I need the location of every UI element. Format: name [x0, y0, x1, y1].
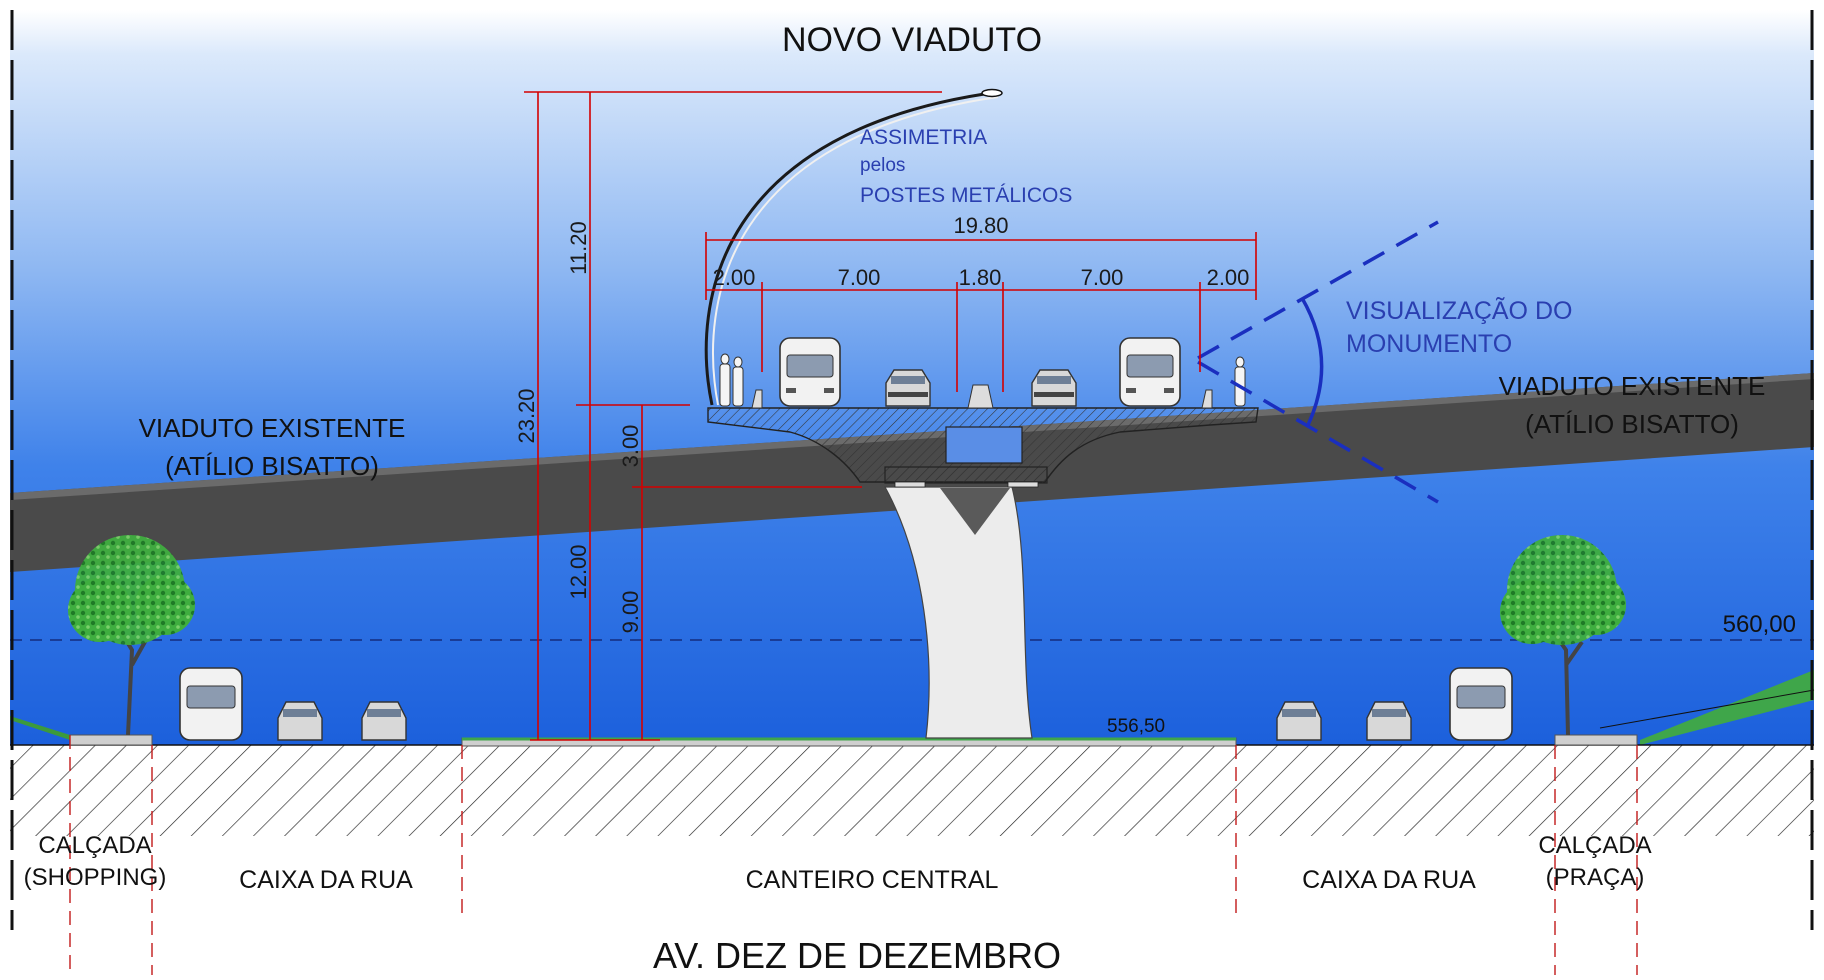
ground-soil-white-band — [10, 836, 1814, 936]
zone-calcada-left-2: (SHOPPING) — [24, 864, 167, 891]
vertical-dimensions — [524, 91, 942, 741]
deck-bus-left — [779, 337, 841, 407]
left-green-slope — [10, 716, 70, 740]
title: NOVO VIADUTO — [782, 21, 1042, 59]
assimetria-line-2: pelos — [860, 155, 905, 176]
dim-deck-total: 19.80 — [953, 213, 1008, 238]
dim-pole-height: 11.20 — [566, 221, 591, 274]
deck-bottom-flange — [884, 466, 1048, 484]
horizontal-dimensions — [705, 232, 1257, 392]
ground-bus-left — [179, 667, 243, 741]
sidewalk-right — [1554, 734, 1638, 746]
dim-seg-4: 7.00 — [1081, 265, 1124, 290]
level-ground: 556,50 — [1107, 716, 1165, 737]
ground-soil — [10, 745, 1814, 837]
zone-caixa-left: CAIXA DA RUA — [239, 866, 413, 894]
dim-seg-3: 1.80 — [959, 265, 1002, 290]
dim-structure-depth: 3.00 — [618, 425, 643, 468]
zone-calcada-right-1: CALÇADA — [1538, 832, 1651, 859]
metal-lamp-post — [704, 90, 999, 406]
footer-title: AV. DEZ DE DEZEMBRO — [653, 935, 1061, 975]
dim-clearance: 9.00 — [618, 591, 643, 634]
dim-ground-to-deck: 12.00 — [566, 544, 591, 599]
ground-car-left-2 — [361, 701, 407, 741]
right-green-slope — [1640, 670, 1814, 745]
viaduto-left-line-1: VIADUTO EXISTENTE — [139, 413, 406, 443]
zone-canteiro: CANTEIRO CENTRAL — [746, 866, 999, 894]
dim-seg-2: 7.00 — [838, 265, 881, 290]
deck-bus-right — [1119, 337, 1181, 407]
viaduto-left-line-2: (ATÍLIO BISATTO) — [165, 451, 379, 481]
deck-bearing-left — [894, 481, 926, 488]
pier-column — [883, 486, 1033, 739]
assimetria-line-3: POSTES METÁLICOS — [860, 184, 1072, 207]
right-slope-line — [1599, 689, 1815, 729]
dim-seg-5: 2.00 — [1207, 265, 1250, 290]
pier-v-notch — [940, 488, 1010, 535]
ground-car-right-1 — [1276, 701, 1322, 741]
assimetria-line-1: ASSIMETRIA — [860, 126, 987, 149]
visualizacao-line-2: MONUMENTO — [1346, 330, 1512, 358]
deck-car-1 — [885, 369, 931, 407]
dim-seg-1: 2.00 — [713, 265, 756, 290]
ground-bus-right — [1449, 667, 1513, 741]
dim-total-height: 23.20 — [514, 388, 539, 443]
ground-car-left-1 — [277, 701, 323, 741]
ground-car-right-2 — [1366, 701, 1412, 741]
deck-left-barrier — [751, 389, 763, 409]
visualizacao-line-1: VISUALIZAÇÃO DO — [1346, 296, 1572, 325]
deck-pedestrians-left — [719, 353, 744, 407]
deck-median-barrier — [967, 384, 994, 409]
zone-dividers — [69, 735, 1638, 975]
zone-caixa-right: CAIXA DA RUA — [1302, 866, 1476, 894]
tree-right — [1500, 535, 1626, 736]
visualization-cone — [1197, 220, 1439, 504]
deck-void-left — [945, 426, 1023, 464]
viaduto-right-line-1: VIADUTO EXISTENTE — [1499, 371, 1766, 401]
sidewalk-left — [69, 734, 153, 746]
metal-lamp-post-inner — [712, 96, 999, 406]
deck-pedestrian-right — [1234, 356, 1246, 407]
deck-bearing-right — [1007, 481, 1039, 488]
tree-left — [68, 535, 195, 736]
zone-calcada-left-1: CALÇADA — [38, 832, 151, 859]
zone-calcada-right-2: (PRAÇA) — [1546, 864, 1645, 891]
deck-right-barrier — [1201, 389, 1213, 409]
deck-car-2 — [1031, 369, 1077, 407]
level-reference: 560,00 — [1723, 611, 1796, 638]
viaduto-right-line-2: (ATÍLIO BISATTO) — [1525, 409, 1739, 439]
lamp-head — [981, 88, 1003, 98]
